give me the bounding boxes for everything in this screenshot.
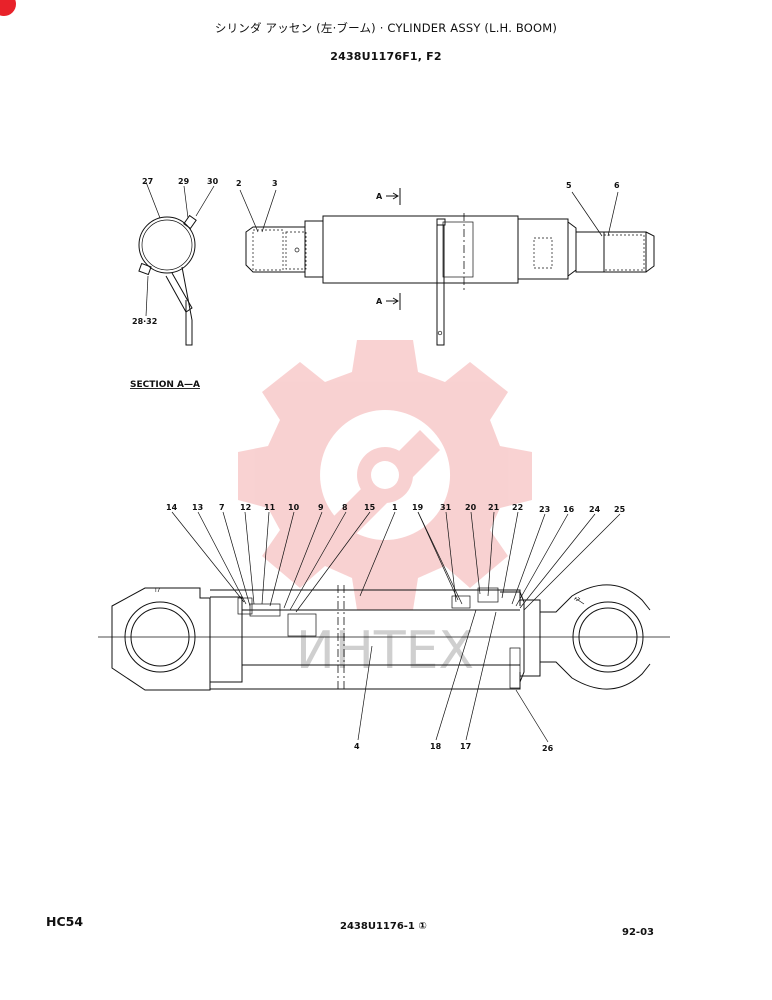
callout-12: 12 bbox=[240, 503, 251, 512]
corner-mark bbox=[0, 0, 16, 16]
leader-lines bbox=[171, 511, 621, 743]
watermark-logo bbox=[238, 340, 532, 610]
page-number: 92-03 bbox=[622, 927, 654, 938]
section-marker-top: A bbox=[376, 192, 383, 201]
label-29: 29 bbox=[178, 177, 190, 186]
label-3: 3 bbox=[272, 179, 278, 188]
callout-9: 9 bbox=[318, 503, 324, 512]
callout-26: 26 bbox=[542, 744, 554, 753]
part-code: 2438U1176F1, F2 bbox=[330, 50, 442, 63]
label-5: 5 bbox=[566, 181, 572, 190]
callout-19: 19 bbox=[412, 503, 424, 512]
section-marker-bottom: A bbox=[376, 297, 383, 306]
watermark-text: ИНТЕХ bbox=[296, 621, 474, 681]
callout-10: 10 bbox=[288, 503, 300, 512]
section-view bbox=[138, 181, 215, 346]
main-section-view: ı7 ı7 bbox=[98, 584, 670, 692]
callout-22: 22 bbox=[512, 503, 523, 512]
page-title: シリンダ アッセン (左·ブーム) · CYLINDER ASSY (L.H. … bbox=[214, 21, 558, 35]
callout-20: 20 bbox=[465, 503, 477, 512]
top-view bbox=[245, 213, 655, 346]
callout-18: 18 bbox=[430, 742, 442, 751]
svg-text:ı7: ı7 bbox=[572, 595, 581, 604]
label-6: 6 bbox=[614, 181, 620, 190]
callout-24: 24 bbox=[589, 505, 601, 514]
callout-14: 14 bbox=[166, 503, 178, 512]
model-code: HC54 bbox=[46, 914, 84, 929]
callout-7: 7 bbox=[219, 503, 225, 512]
callout-8: 8 bbox=[342, 503, 348, 512]
callout-15: 15 bbox=[364, 503, 376, 512]
callout-1: 1 bbox=[392, 503, 398, 512]
label-28-32: 28·32 bbox=[132, 317, 157, 326]
document-number: 2438U1176-1 ① bbox=[340, 921, 427, 932]
callout-23: 23 bbox=[539, 505, 550, 514]
callout-4: 4 bbox=[354, 742, 360, 751]
callout-17: 17 bbox=[460, 742, 471, 751]
section-title: SECTION A—A bbox=[130, 380, 200, 390]
callout-31: 31 bbox=[440, 503, 452, 512]
callout-25: 25 bbox=[614, 505, 626, 514]
label-27: 27 bbox=[142, 177, 153, 186]
callout-11: 11 bbox=[264, 503, 276, 512]
callout-13: 13 bbox=[192, 503, 203, 512]
callout-21: 21 bbox=[488, 503, 500, 512]
label-30: 30 bbox=[207, 177, 219, 186]
label-2: 2 bbox=[236, 179, 242, 188]
svg-text:ı7: ı7 bbox=[155, 587, 161, 594]
callout-16: 16 bbox=[563, 505, 575, 514]
